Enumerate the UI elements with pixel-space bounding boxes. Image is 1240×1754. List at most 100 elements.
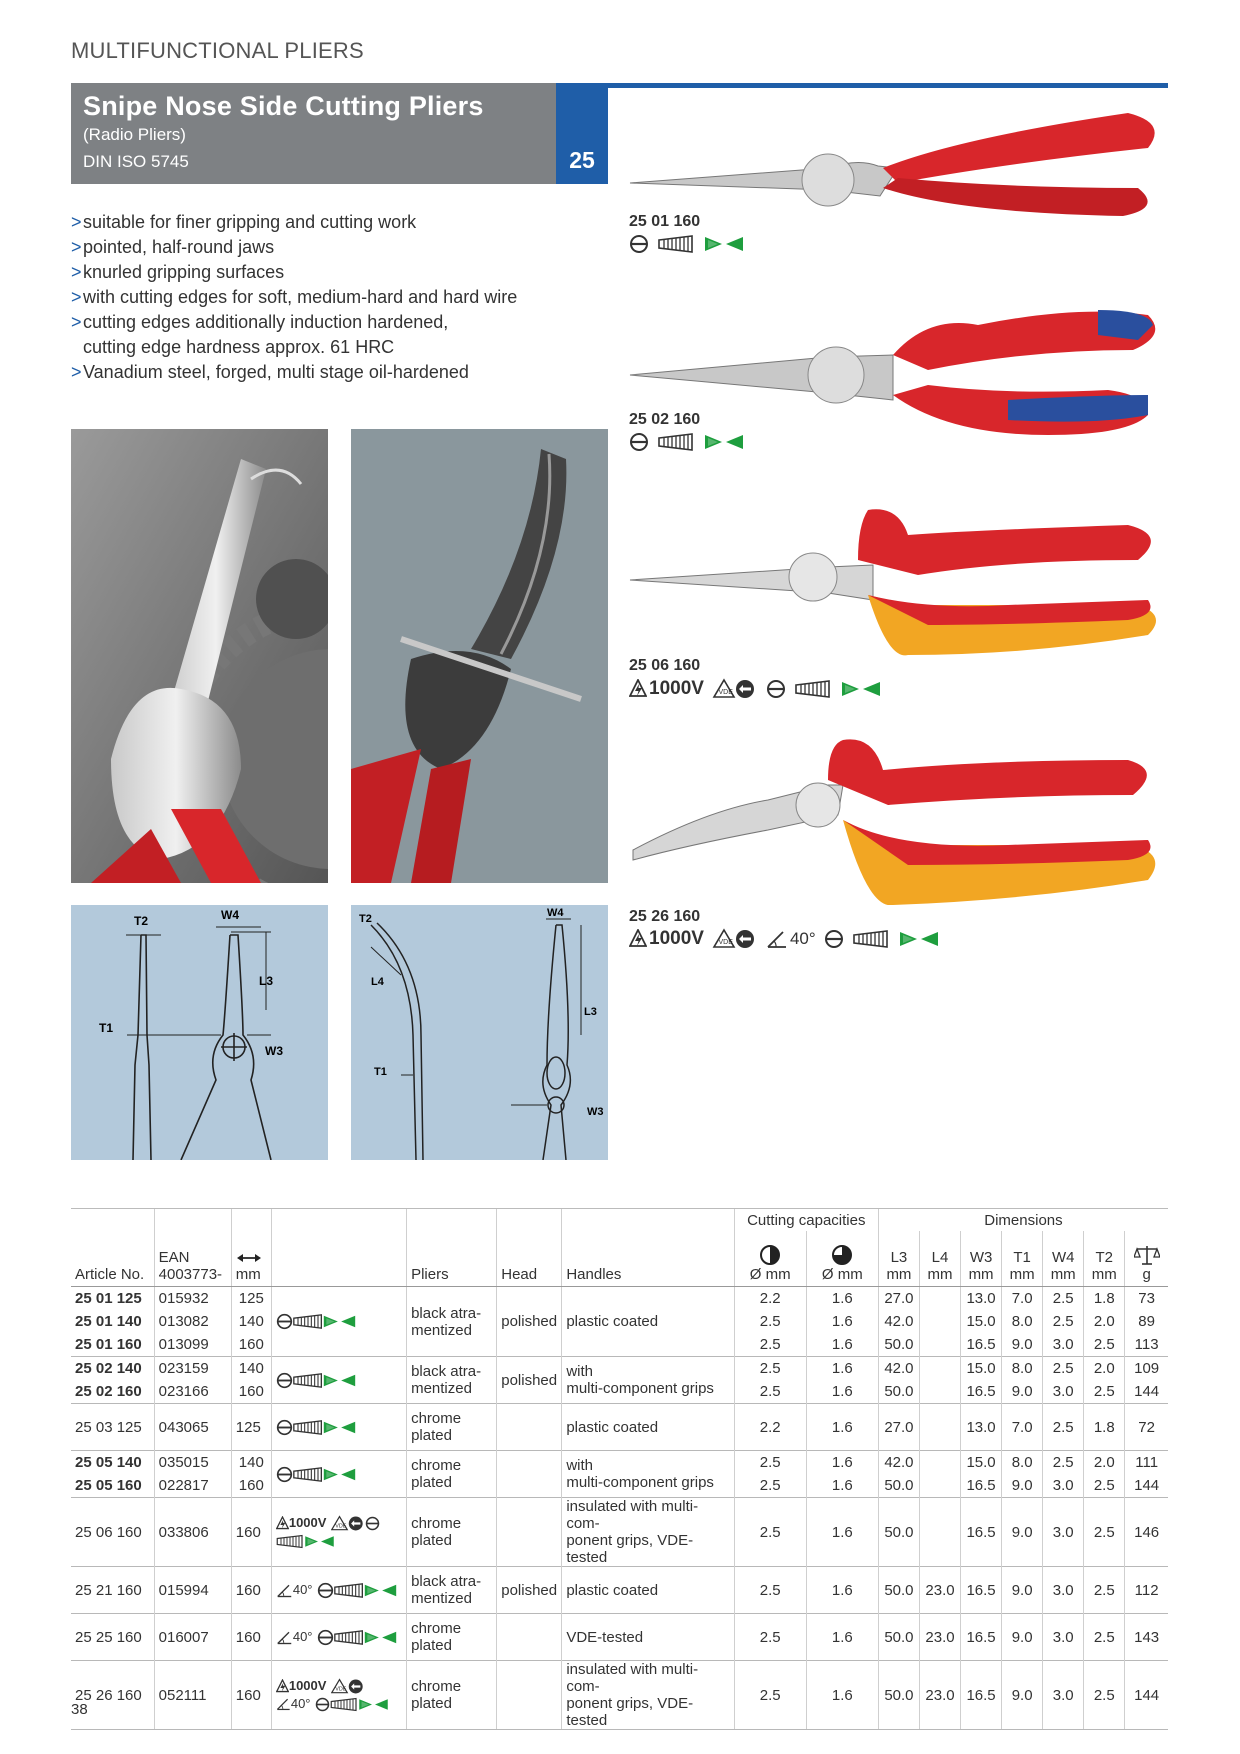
product-header: Snipe Nose Side Cutting Pliers (Radio Pl…	[71, 83, 556, 184]
cell-ean: 023166	[153, 1380, 232, 1404]
angle-icon	[276, 1583, 293, 1598]
dimension-diagram-straight: T2 W4 L3 T1 W3	[71, 905, 328, 1160]
cell-t1: 8.0	[1001, 1356, 1043, 1380]
cutting-edge-icon	[304, 1534, 335, 1549]
slot-icon	[276, 1372, 293, 1389]
cell-article: 25 02 140	[71, 1356, 155, 1380]
cell-weight: 89	[1124, 1310, 1168, 1333]
cell-w3: 13.0	[960, 1403, 1002, 1451]
cutting-edge-icon	[898, 929, 940, 949]
symbol-set	[276, 1313, 402, 1331]
slot-icon	[365, 1516, 380, 1531]
cell-ean: 015932	[153, 1286, 232, 1310]
cell-w4: 3.0	[1042, 1497, 1084, 1567]
cell-w3: 16.5	[960, 1333, 1002, 1357]
cell-length: 160	[230, 1660, 272, 1730]
slot-icon	[276, 1419, 293, 1436]
slot-icon	[629, 234, 649, 254]
knurl-icon	[330, 1697, 358, 1712]
cell-ean: 023159	[153, 1356, 232, 1380]
cell-cut-hard: 1.6	[805, 1497, 879, 1567]
cell-length: 140	[230, 1356, 272, 1380]
dimension-diagram-angled: T2 W4 L4 L3 T1 W3	[351, 905, 608, 1160]
cell-l3: 50.0	[877, 1566, 920, 1614]
cell-t2: 2.5	[1083, 1380, 1125, 1404]
slot-icon	[276, 1466, 293, 1483]
cutting-edge-icon	[703, 432, 745, 452]
cell-l3: 50.0	[877, 1474, 920, 1498]
cell-w3: 16.5	[960, 1474, 1002, 1498]
cell-ean: 022817	[153, 1474, 232, 1498]
insulation-triangle-icon	[629, 929, 647, 949]
knurl-icon	[794, 679, 832, 699]
cell-article: 25 06 160	[71, 1497, 155, 1567]
feature-item: >knurled gripping surfaces	[71, 262, 285, 282]
cell-w4: 3.0	[1042, 1333, 1084, 1357]
cell-l3: 42.0	[877, 1310, 920, 1333]
cell-symbols: 1000V 40°	[270, 1660, 407, 1730]
cell-t2: 2.5	[1083, 1497, 1125, 1567]
cell-symbols: 1000V	[270, 1497, 407, 1567]
product-title: Snipe Nose Side Cutting Pliers	[83, 91, 484, 121]
cell-ean: 016007	[153, 1613, 232, 1661]
cell-article: 25 01 125	[71, 1286, 155, 1310]
cell-weight: 144	[1124, 1474, 1168, 1498]
cell-cut-soft: 2.5	[733, 1380, 807, 1404]
cell-w3: 16.5	[960, 1566, 1002, 1614]
cell-l4	[918, 1310, 961, 1333]
cell-t2: 2.5	[1083, 1613, 1125, 1661]
header-cut-soft: Ø mm	[733, 1231, 807, 1287]
cell-cut-soft: 2.2	[733, 1286, 807, 1310]
cutting-edge-icon	[364, 1629, 397, 1646]
usage-photo-gear	[71, 429, 328, 883]
page-number: 38	[71, 1701, 88, 1718]
cell-cut-soft: 2.2	[733, 1403, 807, 1451]
cutting-edge-icon	[323, 1466, 356, 1483]
slot-icon	[629, 432, 649, 452]
product-code: 25 02 160	[629, 411, 701, 428]
label-t1: T1	[99, 1021, 113, 1035]
cell-handles: plastic coated	[561, 1286, 735, 1357]
cell-l3: 50.0	[877, 1613, 920, 1661]
cell-t1: 9.0	[1001, 1333, 1043, 1357]
slot-icon	[317, 1582, 334, 1599]
cell-l3: 50.0	[877, 1497, 920, 1567]
cell-weight: 143	[1124, 1613, 1168, 1661]
cell-t2: 2.5	[1083, 1333, 1125, 1357]
cell-l4: 23.0	[918, 1660, 961, 1730]
symbol-set: 1000V 40°	[276, 1677, 402, 1713]
cell-t2: 2.0	[1083, 1356, 1125, 1380]
symbol-set	[276, 1465, 402, 1483]
cutting-edge-icon	[703, 234, 745, 254]
specification-table: Cutting capacities Dimensions Article No…	[71, 1208, 1168, 1730]
cell-l4	[918, 1380, 961, 1404]
cell-l3: 27.0	[877, 1286, 920, 1310]
cell-length: 140	[230, 1310, 272, 1333]
insulation-triangle-icon	[629, 679, 647, 699]
cell-t1: 9.0	[1001, 1380, 1043, 1404]
insulation-triangle-icon	[276, 1516, 289, 1531]
cell-w4: 3.0	[1042, 1613, 1084, 1661]
cell-w4: 2.5	[1042, 1403, 1084, 1451]
cell-head	[496, 1403, 562, 1451]
cell-l4	[918, 1286, 961, 1310]
cell-length: 160	[230, 1497, 272, 1567]
cell-l4: 23.0	[918, 1613, 961, 1661]
cell-head	[496, 1613, 562, 1661]
cutting-edge-icon	[840, 679, 882, 699]
cell-t1: 9.0	[1001, 1660, 1043, 1730]
cell-t1: 9.0	[1001, 1566, 1043, 1614]
feature-list: >suitable for finer gripping and cutting…	[71, 210, 517, 385]
product-image-25-06-160	[629, 509, 1156, 656]
cell-cut-soft: 2.5	[733, 1497, 807, 1567]
cell-weight: 144	[1124, 1380, 1168, 1404]
knurl-icon	[293, 1313, 323, 1330]
